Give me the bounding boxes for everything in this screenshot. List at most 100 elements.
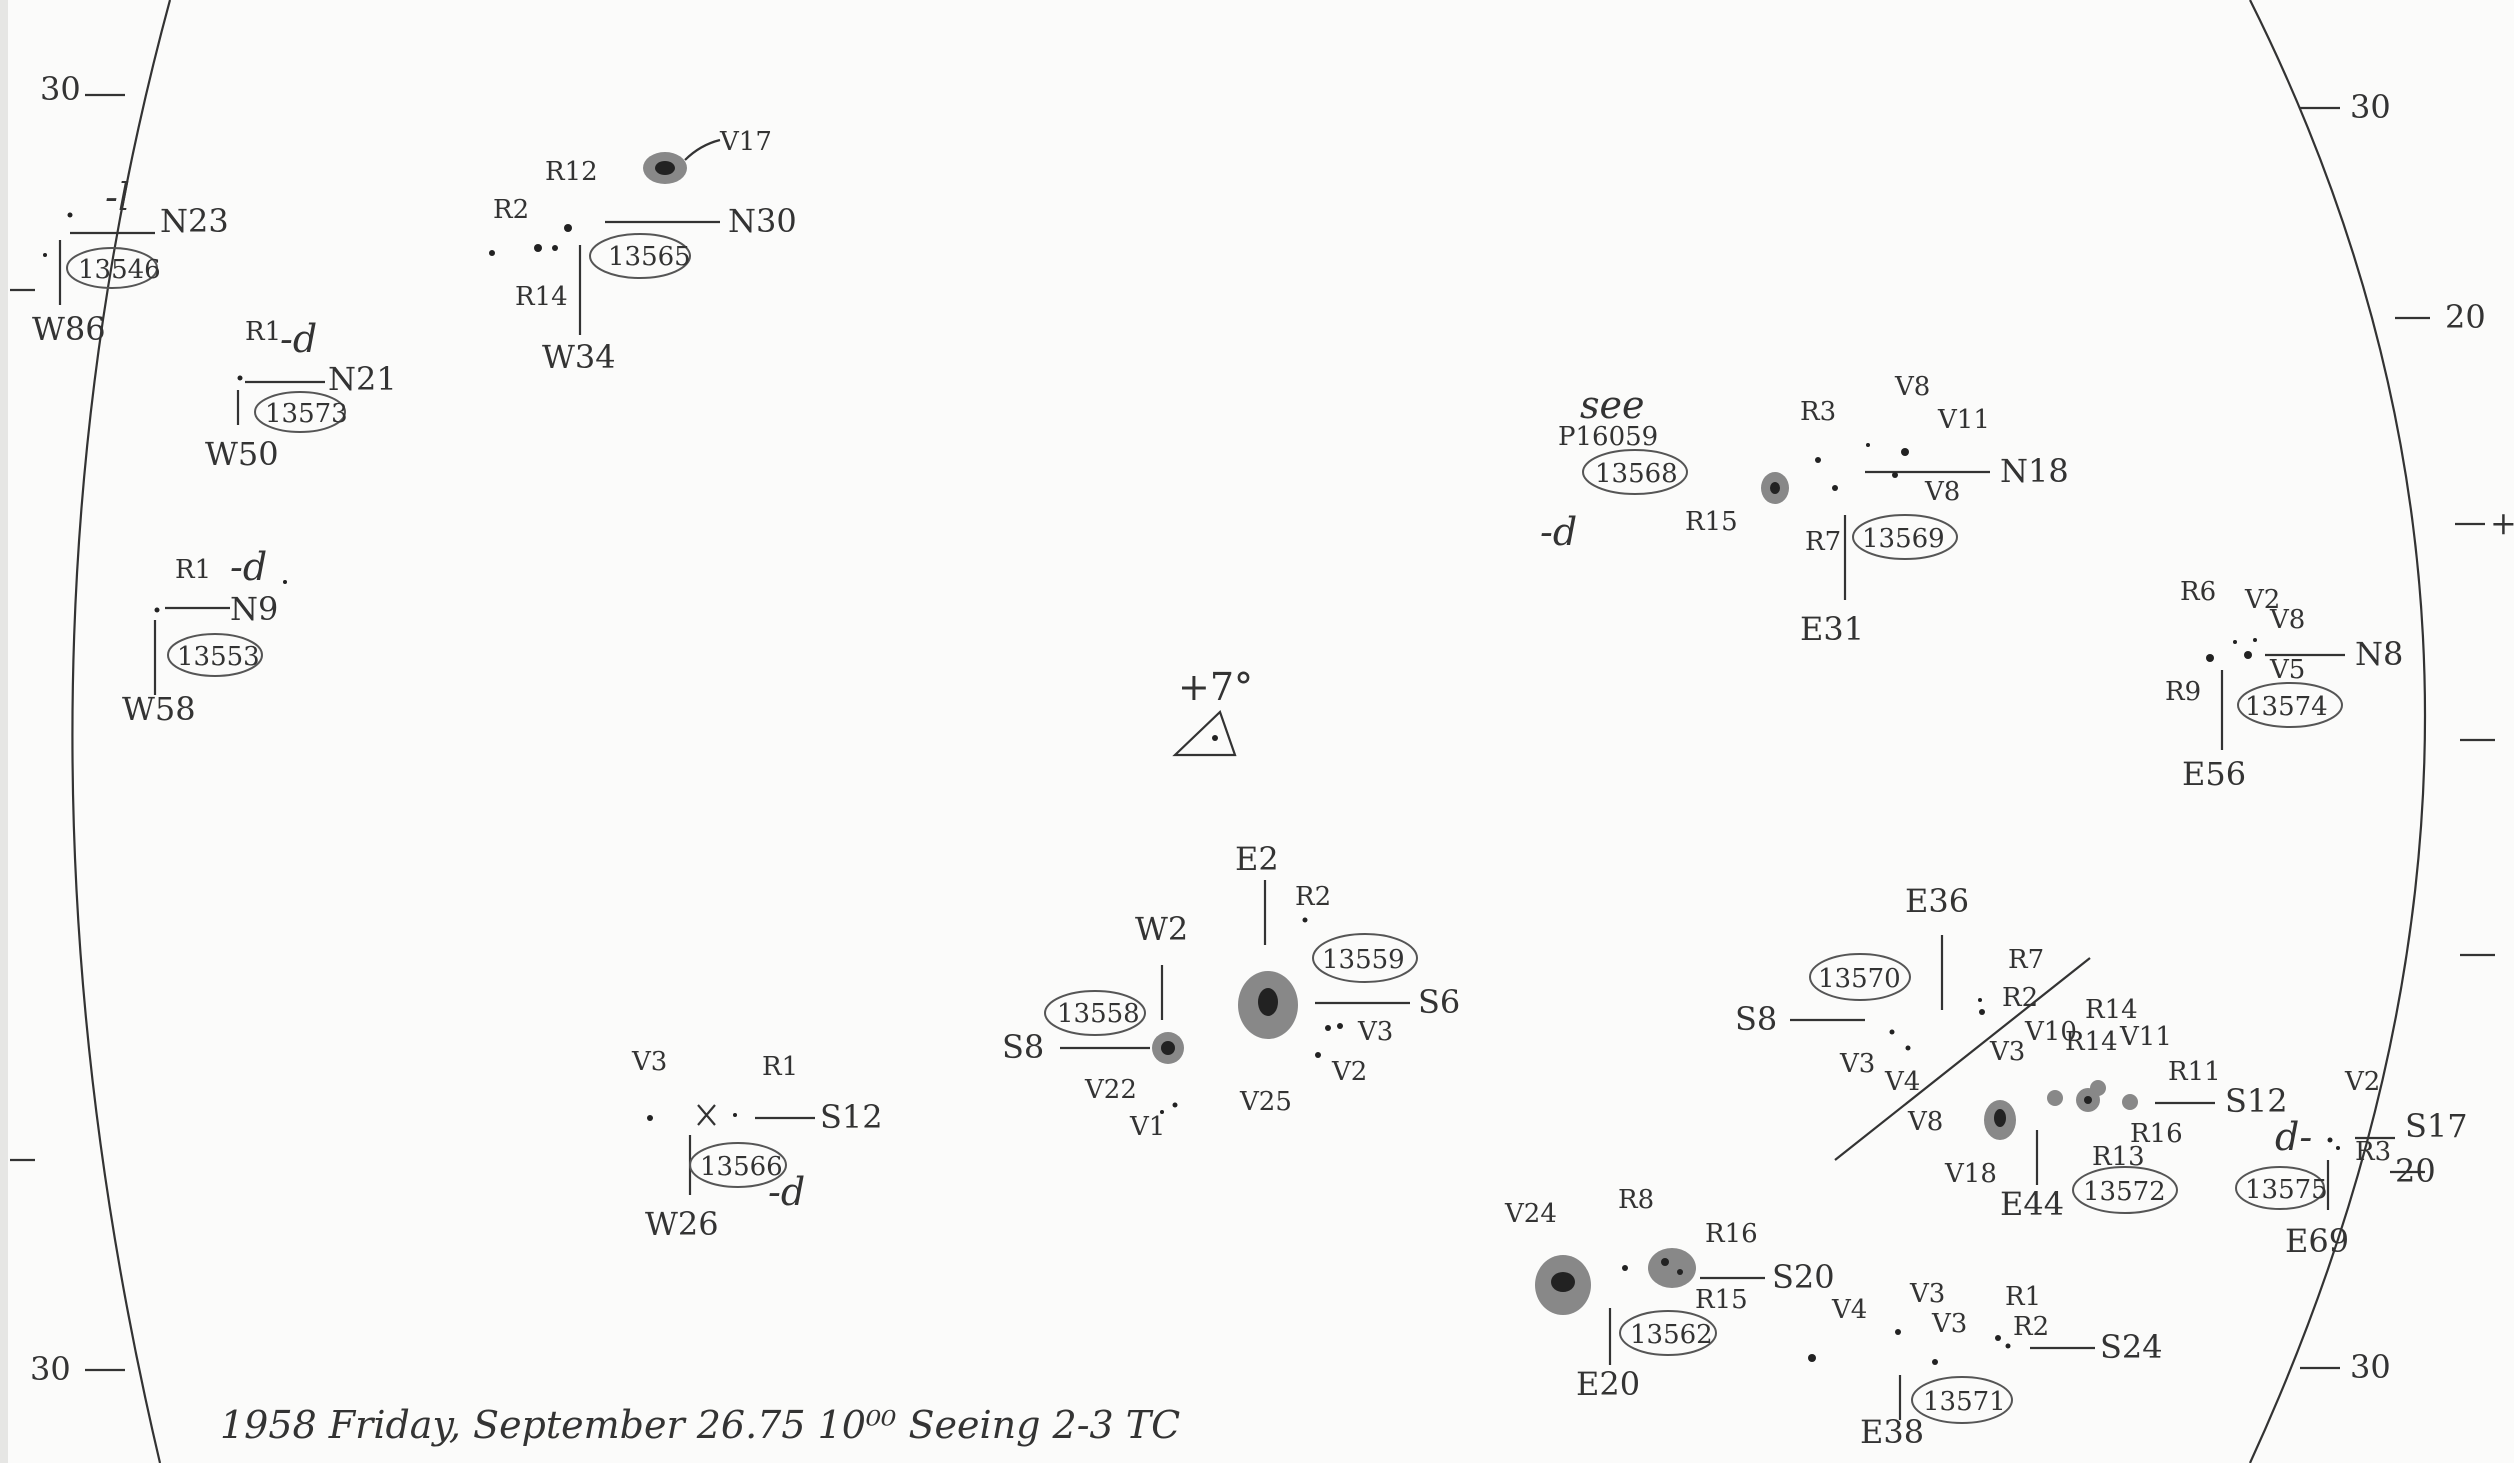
group-13570-spot-v4: V4 [1884,1067,1920,1097]
group-13570-lat: S8 [1735,1000,1777,1038]
group-13572-spot-v8: V8 [1907,1107,1943,1137]
group-13558-spot-v22: V22 [1084,1075,1137,1105]
group-13571-spot-r1: R1 [2005,1282,2041,1312]
group-13558 [1044,965,1184,1114]
group-13574-lon: E56 [2182,755,2246,793]
group-13562-lat: S20 [1772,1258,1835,1296]
tick-label-right-bottom: 30 [2350,1348,2391,1386]
tick-label-right-top: 30 [2350,88,2391,126]
group-13575-spot-v2: V2 [2344,1067,2380,1097]
group-13546 [43,212,158,305]
group-13571-spot-v4: V4 [1831,1295,1867,1325]
group-13570-spot-v3: V3 [1839,1049,1875,1079]
group-13566-number: 13566 [700,1152,783,1182]
group-13568 [1582,449,1688,495]
group-13572-spot-v3: V3 [1989,1037,2025,1067]
group-13573-number: 13573 [265,399,348,429]
group-13573-lon: W50 [205,435,279,473]
group-13562-number: 13562 [1630,1320,1713,1350]
group-13559-spot-v25: V25 [1239,1087,1292,1117]
group-13569-lat: N18 [2000,452,2069,490]
group-13569-number: 13569 [1862,524,1945,554]
group-13575-lat: S17 [2405,1107,2468,1145]
group-13562-lon: E20 [1576,1365,1640,1403]
center-orientation-mark [1172,710,1237,757]
group-13574 [2206,638,2345,750]
group-13569-lon: E31 [1800,610,1864,648]
group-13546-class: -l [105,175,130,219]
group-13571-spot-r2: R2 [2013,1312,2049,1342]
group-13575-spot-r3: R3 [2355,1137,2391,1167]
group-13559-spot-v3: V3 [1357,1017,1393,1047]
group-13572-spot-r16: R16 [2130,1119,2183,1149]
group-13562-spot-r16: R16 [1705,1219,1758,1249]
group-13559 [1238,880,1418,1058]
group-13569-spot-v8a: V8 [1894,372,1930,402]
group-13572-spot-r7: R7 [2008,945,2044,975]
group-13574-spot-v5: V5 [2269,655,2305,685]
group-13572-spot-v10: V10 [2024,1017,2077,1047]
group-13559-number: 13559 [1322,945,1405,975]
group-13553-class: -d [230,545,267,589]
group-13568-note: see [1580,383,1644,427]
group-13562-spot-r15: R15 [1695,1285,1748,1315]
group-13574-spot-r9: R9 [2165,677,2201,707]
group-13569 [1761,443,1990,600]
group-13572-spot-r13: R13 [2092,1142,2145,1172]
group-13569-spot-r15: R15 [1685,507,1738,537]
group-13570-number: 13570 [1818,964,1901,994]
group-13565-lon: W34 [542,338,616,376]
group-13572-spot-v18: V18 [1944,1159,1997,1189]
group-13558-lon: W2 [1135,910,1188,948]
group-13559-spot-r2: R2 [1295,882,1331,912]
group-13546-lon: W86 [32,310,106,348]
group-13575-class: d- [2275,1115,2312,1159]
group-13569-spot-r3: R3 [1800,397,1836,427]
group-13569-spot-v8b: V8 [1924,477,1960,507]
group-13571 [1808,1329,2095,1424]
group-13566 [647,1104,815,1195]
group-13565-number: 13565 [608,242,691,272]
group-13573 [236,375,346,433]
group-13562-spot-r8: R8 [1618,1185,1654,1215]
solar-limb-right [2249,0,2427,1463]
group-13562-spot-v24: V24 [1504,1199,1557,1229]
group-13571-number: 13571 [1923,1387,2006,1417]
group-13546-number: 13546 [78,255,161,285]
latitude-ticks [10,93,2495,1372]
group-13565-spot-r14: R14 [515,282,568,312]
group-13558-lat: S8 [1002,1028,1044,1066]
group-13571-spot-v3a: V3 [1909,1279,1945,1309]
group-13574-lat: N8 [2355,635,2403,673]
group-13553-lon: W58 [122,690,196,728]
solar-limb-left [71,0,172,1463]
tick-label-left-bottom: 30 [30,1350,71,1388]
tick-label-right-plus: + [2490,504,2514,542]
group-13572-number: 13572 [2083,1177,2166,1207]
group-13574-spot-v2: V2 [2244,585,2280,615]
group-13572-spot-r11: R11 [2168,1057,2221,1087]
group-13572-spot-v11: V11 [2119,1022,2172,1052]
observation-caption: 1958 Friday, September 26.75 10⁰⁰ Seeing… [220,1403,1180,1447]
group-13553-spot-r1: R1 [175,555,211,585]
group-13553-lat: N9 [230,590,278,628]
group-13565-spot-v17: V17 [719,127,772,157]
group-13572 [1978,998,2215,1214]
group-13572-spot-r14b: R14 [2065,1027,2118,1057]
group-13553-number: 13553 [177,642,260,672]
page-edge [0,0,8,1463]
group-13569-spot-r7: R7 [1805,527,1841,557]
group-13558-spot-v1: V1 [1129,1112,1165,1142]
group-13571-lat: S24 [2100,1328,2163,1366]
group-13559-lon: E2 [1235,840,1279,878]
inclination-label: +7° [1178,665,1253,709]
group-13568-plate: P16059 [1558,422,1658,452]
group-13565 [489,138,721,335]
group-13574-spot-v8: V8 [2269,605,2305,635]
group-13558-number: 13558 [1057,999,1140,1029]
group-13566-spot-r1: R1 [762,1052,798,1082]
group-13565-spot-r12: R12 [545,157,598,187]
group-13571-lon: E38 [1860,1413,1924,1451]
group-13572-spot-r2: R2 [2002,983,2038,1013]
